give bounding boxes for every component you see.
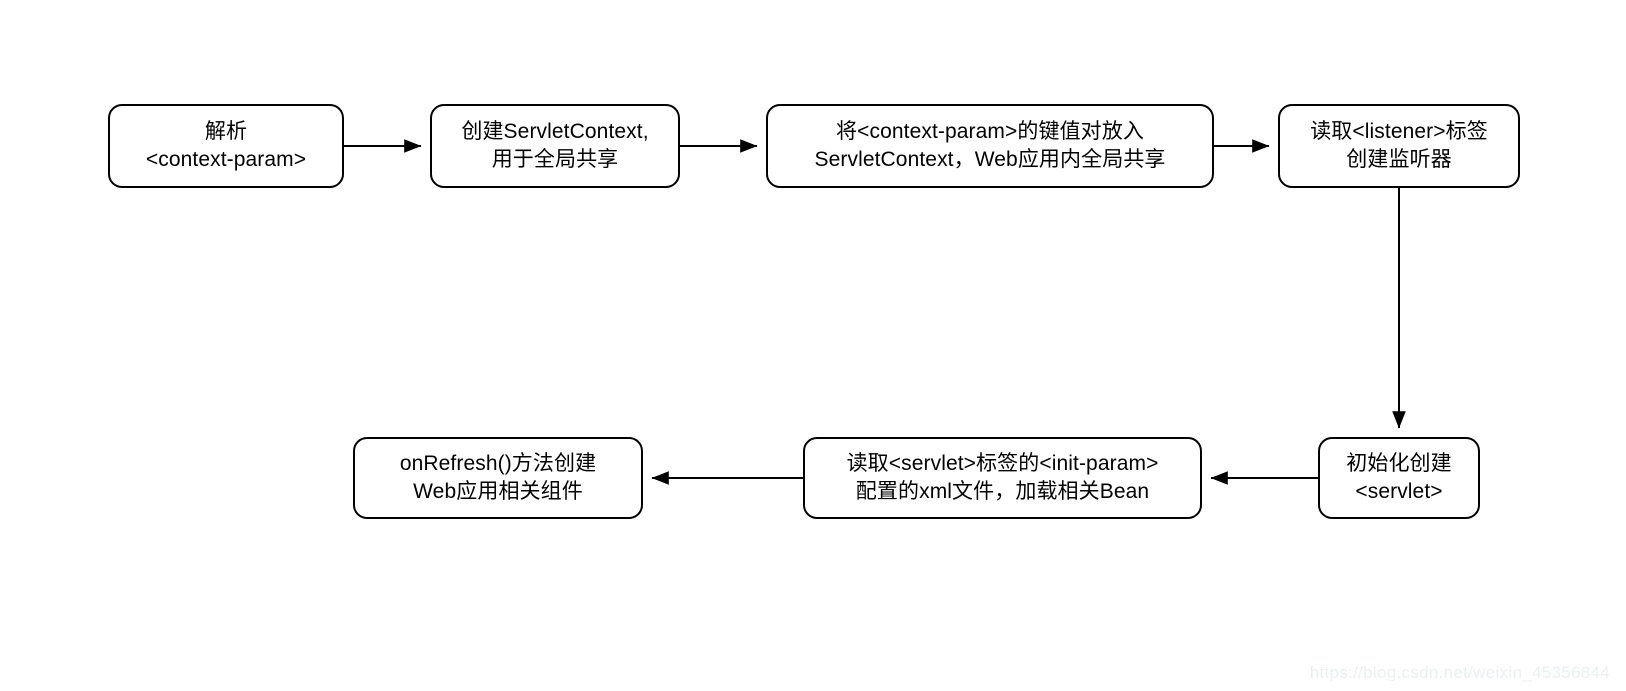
node-label-line1: 读取<servlet>标签的<init-param>: [846, 452, 1159, 476]
node-read-servlet-init-param[interactable]: 读取<servlet>标签的<init-param> 配置的xml文件，加载相关…: [803, 437, 1202, 519]
node-label-line1: 解析: [204, 120, 248, 144]
node-label-line2: <servlet>: [1355, 480, 1443, 503]
node-label-line1: 将<context-param>的键值对放入: [836, 120, 1144, 144]
node-read-listener-tag[interactable]: 读取<listener>标签 创建监听器: [1278, 104, 1520, 188]
node-label-line2: Web应用相关组件: [413, 480, 583, 503]
node-label-line2: 创建监听器: [1346, 148, 1452, 171]
node-label-line1: onRefresh()方法创建: [399, 452, 597, 476]
node-init-servlet[interactable]: 初始化创建 <servlet>: [1318, 437, 1480, 519]
node-create-servlet-context[interactable]: 创建ServletContext, 用于全局共享: [430, 104, 680, 188]
node-label-line1: 初始化创建: [1346, 452, 1452, 476]
node-parse-context-param[interactable]: 解析 <context-param>: [108, 104, 344, 188]
node-label-line2: 用于全局共享: [491, 148, 619, 171]
node-label-line2: 配置的xml文件，加载相关Bean: [855, 480, 1150, 503]
node-on-refresh-create-components[interactable]: onRefresh()方法创建 Web应用相关组件: [353, 437, 643, 519]
node-label-line2: ServletContext，Web应用内全局共享: [814, 148, 1166, 171]
node-label-line2: <context-param>: [145, 148, 307, 171]
watermark: https://blog.csdn.net/weixin_45356844: [1309, 663, 1610, 682]
node-label-line1: 读取<listener>标签: [1310, 120, 1488, 144]
node-put-key-values[interactable]: 将<context-param>的键值对放入 ServletContext，We…: [766, 104, 1214, 188]
node-label-line1: 创建ServletContext,: [461, 120, 649, 144]
